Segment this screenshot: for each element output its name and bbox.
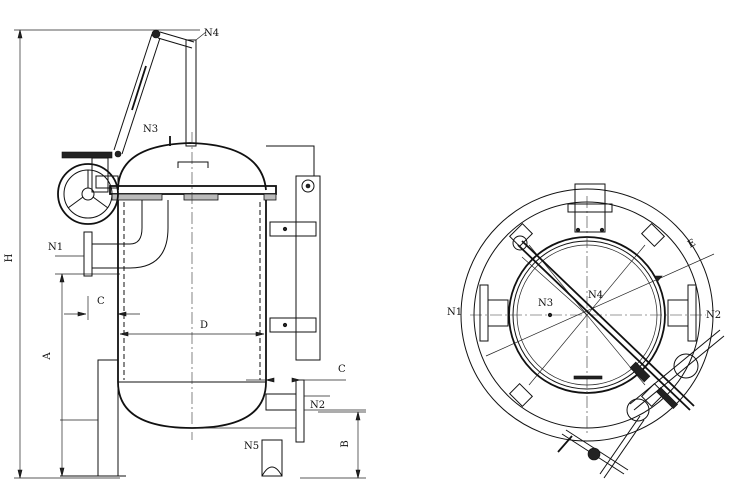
support-lugs [508,222,666,408]
outlet-nozzle-n2 [265,379,366,443]
label-d: D [200,320,208,331]
label-n1-side: N1 [48,242,63,253]
dimension-a [55,273,120,477]
label-c-right: C [338,364,346,375]
drain-nozzle-n5 [196,427,296,477]
label-n5: N5 [244,441,259,452]
inlet-nozzle-n1-plan [479,284,509,342]
swing-arm [512,235,695,411]
label-n3-top: N3 [538,298,553,309]
dimension-c-right [246,377,346,383]
label-h: H [4,253,15,262]
top-plan-view: N1 N2 N3 N4 E [447,183,725,479]
side-elevation-view: H A C [4,28,366,479]
dimension-e [485,253,715,357]
bottom-plate-mark [573,375,603,380]
label-n2-top: N2 [706,310,721,321]
label-a: A [42,352,53,361]
dimension-d [119,331,265,337]
label-n3-side: N3 [143,124,158,135]
label-n1-top: N1 [447,307,462,318]
label-n2-side: N2 [310,400,325,411]
dimension-h [14,29,200,479]
vent-marker-n3 [547,312,553,318]
handwheel-mechanism [57,151,119,225]
top-bracket [567,183,613,233]
label-e: E [686,237,698,250]
label-c-left: C [97,296,105,307]
outlet-nozzle-n2-plan [667,284,697,342]
label-n4-top: N4 [588,290,603,301]
center-lines [470,196,706,436]
inlet-nozzle-n1 [55,200,169,277]
label-n4-side: N4 [204,28,219,39]
side-support-bracket [266,145,321,361]
dimension-b [300,411,366,479]
support-leg [60,359,126,477]
lifting-post-n4 [157,31,207,147]
label-b: B [340,440,351,447]
vessel-body [109,132,277,440]
handwheel-plan [557,329,725,479]
hydraulic-strut [113,29,161,158]
